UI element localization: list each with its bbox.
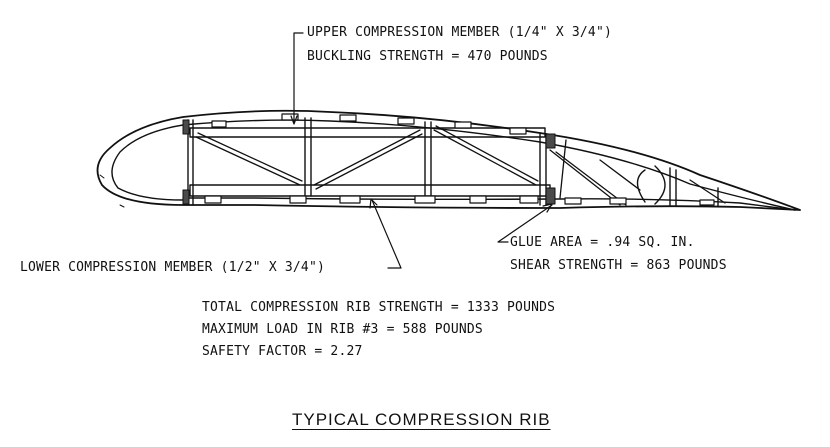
lower-compression-member — [189, 184, 551, 197]
nose-detail — [99, 174, 125, 208]
upper-compression-member — [189, 127, 546, 138]
airfoil-outline — [96, 109, 801, 211]
lower-member-label: LOWER COMPRESSION MEMBER (1/2" X 3/4") — [20, 260, 326, 275]
gusset-blocks — [204, 113, 715, 206]
upper-buckling-label: BUCKLING STRENGTH = 470 POUNDS — [307, 49, 548, 64]
shear-strength-label: SHEAR STRENGTH = 863 POUNDS — [510, 258, 727, 273]
diagonal-members — [195, 125, 726, 206]
lower-cap-strip — [182, 197, 796, 211]
total-strength-label: TOTAL COMPRESSION RIB STRENGTH = 1333 PO… — [202, 300, 556, 315]
safety-factor-label: SAFETY FACTOR = 2.27 — [202, 344, 363, 359]
upper-member-label: UPPER COMPRESSION MEMBER (1/4" X 3/4") — [307, 25, 613, 40]
leader-lines — [290, 32, 553, 269]
diagram-caption: TYPICAL COMPRESSION RIB — [292, 410, 551, 429]
aileron-hinge — [636, 165, 719, 207]
glue-area-label: GLUE AREA = .94 SQ. IN. — [510, 235, 695, 250]
max-load-label: MAXIMUM LOAD IN RIB #3 = 588 POUNDS — [202, 322, 483, 337]
leading-edge-inner — [111, 124, 184, 201]
